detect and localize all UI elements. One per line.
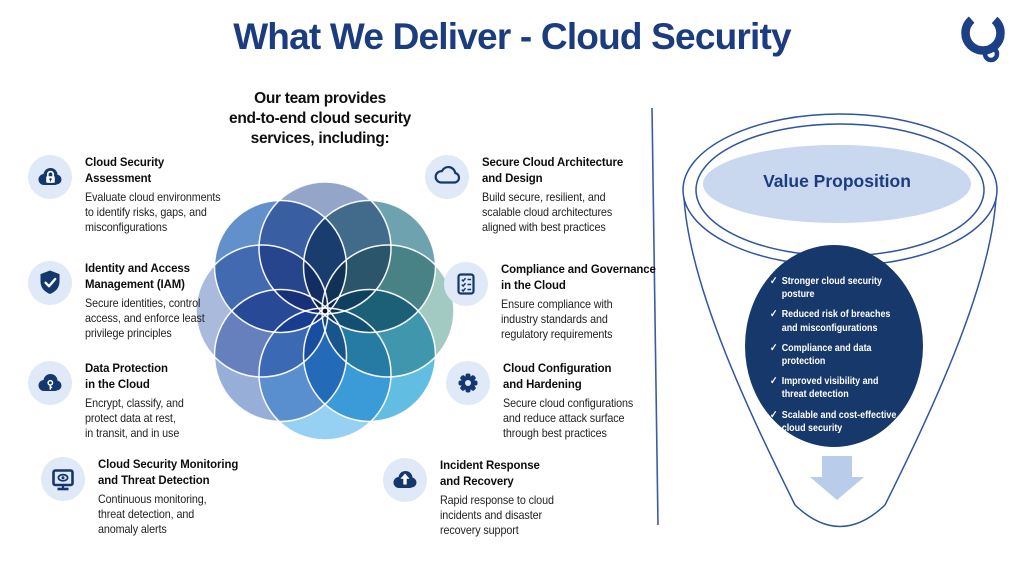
benefit-item: ✓Scalable and cost-effective cloud secur… [770, 408, 897, 434]
benefit-item: ✓Stronger cloud security posture [770, 275, 882, 301]
service-title: Secure Cloud Architecture and Design [482, 155, 624, 185]
service-item: Identity and Access Management (IAM) Sec… [28, 261, 285, 341]
benefits-list: ✓Stronger cloud security posture ✓Reduce… [770, 275, 940, 442]
service-title: Cloud Security Assessment [85, 155, 165, 185]
service-desc: Ensure compliance with industry standard… [501, 298, 613, 341]
service-title: Compliance and Governance in the Cloud [501, 262, 656, 292]
check-icon: ✓ [770, 275, 778, 287]
divider-line [651, 107, 659, 526]
down-arrow [810, 456, 864, 500]
compliance-checklist-icon [444, 262, 488, 306]
service-item: Data Protection in the Cloud Encrypt, cl… [28, 361, 285, 441]
service-title: Cloud Security Monitoring and Threat Det… [98, 457, 239, 487]
intro-text: Our team provides end-to-end cloud secur… [229, 90, 411, 147]
service-item: Compliance and Governance in the Cloud E… [444, 262, 701, 342]
shield-check-icon [28, 261, 72, 305]
value-proposition-ellipse [703, 145, 971, 223]
service-desc: Build secure, resilient, and scalable cl… [482, 191, 613, 234]
check-icon: ✓ [770, 408, 778, 421]
service-desc: Encrypt, classify, and protect data at r… [85, 397, 184, 440]
value-proposition-title: Value Proposition [763, 171, 911, 191]
cloud-outline-icon [425, 155, 469, 199]
benefit-item: ✓Reduced risk of breaches and misconfigu… [770, 308, 891, 334]
check-icon: ✓ [770, 375, 778, 388]
benefit-item: ✓Improved visibility and threat detectio… [770, 375, 879, 401]
service-title: Cloud Configuration and Hardening [503, 361, 612, 391]
benefit-item: ✓Compliance and data protection [770, 341, 872, 368]
service-desc: Evaluate cloud environments to identify … [85, 191, 221, 234]
gear-icon [446, 361, 490, 405]
service-desc: Secure identities, control access, and e… [85, 297, 205, 340]
service-desc: Secure cloud configurations and reduce a… [503, 397, 634, 440]
venn-flower-diagram [195, 181, 455, 441]
check-icon: ✓ [770, 308, 778, 321]
service-desc: Rapid response to cloud incidents and di… [440, 494, 554, 537]
cloud-upload-icon [383, 458, 427, 502]
cloud-lock-icon [28, 155, 72, 199]
service-item: Incident Response and Recovery Rapid res… [383, 458, 640, 538]
company-logo [961, 11, 1005, 63]
service-item: Cloud Security Monitoring and Threat Det… [41, 457, 298, 537]
service-title: Incident Response and Recovery [440, 458, 540, 488]
service-item: Secure Cloud Architecture and Design Bui… [425, 155, 682, 235]
cloud-key-icon [28, 361, 72, 405]
service-title: Data Protection in the Cloud [85, 361, 168, 391]
page-title: What We Deliver - Cloud Security [233, 16, 791, 57]
check-icon: ✓ [770, 341, 778, 354]
service-item: Cloud Configuration and Hardening Secure… [446, 361, 703, 441]
monitor-eye-icon [41, 457, 85, 501]
benefits-dark-circle [745, 245, 923, 447]
service-desc: Continuous monitoring, threat detection,… [98, 493, 207, 536]
service-title: Identity and Access Management (IAM) [85, 261, 190, 291]
service-item: Cloud Security Assessment Evaluate cloud… [28, 155, 285, 235]
